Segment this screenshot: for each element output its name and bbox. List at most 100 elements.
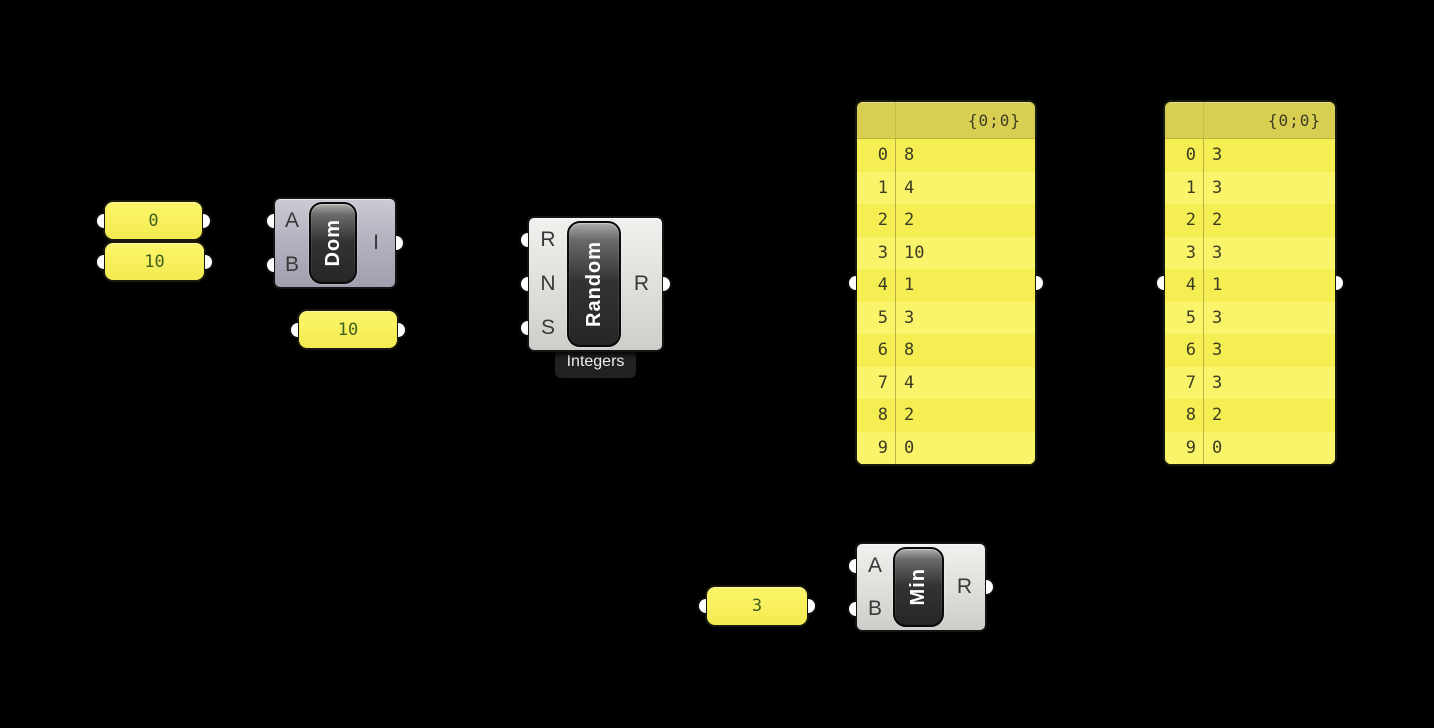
- panel-output-grip[interactable]: [203, 211, 212, 230]
- data-row: 3 10: [857, 236, 1035, 269]
- path-label: {0;0}: [967, 110, 1021, 130]
- data-panel-rows: 0 8 1 4 2 2 3 10: [857, 139, 1035, 464]
- panel-input-grip[interactable]: [697, 597, 706, 615]
- input-ports: R N S: [519, 218, 567, 350]
- row-index: 8: [1185, 405, 1196, 426]
- data-row: 5 3: [1165, 301, 1335, 334]
- input-ports: A B: [265, 199, 309, 287]
- panel-input-grip[interactable]: [95, 211, 104, 230]
- panel-output-grip[interactable]: [808, 597, 817, 615]
- min-input-B-port: B: [847, 587, 893, 630]
- random-input-R-grip[interactable]: [519, 231, 528, 249]
- path-label: {0;0}: [1267, 110, 1321, 130]
- output-ports: R: [621, 218, 672, 350]
- output-ports: R: [944, 544, 995, 630]
- row-index: 3: [877, 242, 888, 263]
- domain-output-I-grip[interactable]: [396, 234, 405, 252]
- row-value: 3: [1203, 171, 1335, 204]
- port-label: N: [540, 272, 556, 295]
- panel-input-grip[interactable]: [289, 320, 298, 339]
- random-component[interactable]: Integers R N S Random R: [519, 216, 672, 380]
- row-value: 0: [895, 431, 1035, 464]
- data-row: 0 8: [857, 139, 1035, 172]
- data-row: 9 0: [857, 431, 1035, 464]
- row-index: 9: [877, 437, 888, 458]
- row-index: 7: [1185, 372, 1196, 393]
- output-ports: I: [357, 199, 405, 287]
- component-nickname: Integers: [566, 353, 625, 370]
- data-panel-random-output[interactable]: {0;0} 0 8 1 4 2 2: [847, 100, 1045, 466]
- panel-output-grip[interactable]: [1036, 274, 1045, 292]
- row-index: 4: [1185, 275, 1196, 296]
- number-panel-min-limit[interactable]: 3: [697, 585, 817, 627]
- random-input-N-grip[interactable]: [519, 275, 528, 293]
- panel-value: 0: [148, 210, 159, 231]
- random-input-R-port: R: [519, 218, 567, 262]
- number-panel-domain-end[interactable]: 10: [95, 241, 214, 282]
- row-value: 10: [895, 236, 1035, 269]
- data-panel-min-output[interactable]: {0;0} 0 3 1 3 2 2: [1155, 100, 1345, 466]
- component-name-capsule[interactable]: Random: [567, 221, 621, 347]
- domain-input-B-port: B: [265, 243, 309, 287]
- min-output-R-port: R: [944, 544, 995, 630]
- panel-input-grip[interactable]: [95, 252, 104, 271]
- data-row: 8 2: [1165, 399, 1335, 432]
- row-index: 7: [877, 372, 888, 393]
- row-value: 8: [895, 334, 1035, 367]
- panel-input-grip[interactable]: [847, 274, 856, 292]
- domain-input-A-grip[interactable]: [265, 212, 274, 230]
- port-label: A: [867, 553, 882, 577]
- min-input-A-grip[interactable]: [847, 556, 856, 575]
- component-name: Min: [907, 568, 929, 606]
- data-panel-rows: 0 3 1 3 2 2 3 3: [1165, 139, 1335, 464]
- row-value: 3: [1203, 236, 1335, 269]
- row-index: 1: [877, 177, 888, 198]
- panel-content: {0;0} 0 3 1 3 2 2: [1165, 102, 1335, 464]
- data-row: 8 2: [857, 399, 1035, 432]
- row-index: 0: [877, 145, 888, 166]
- random-input-S-grip[interactable]: [519, 319, 528, 337]
- domain-input-A-port: A: [265, 199, 309, 243]
- component-name-capsule[interactable]: Dom: [309, 202, 357, 284]
- row-value: 1: [1203, 269, 1335, 302]
- domain-input-B-grip[interactable]: [265, 256, 274, 274]
- min-input-B-grip[interactable]: [847, 599, 856, 618]
- data-panel-path-header: {0;0}: [857, 102, 1035, 139]
- panel-input-grip[interactable]: [1155, 274, 1164, 292]
- panel-output-grip[interactable]: [205, 252, 214, 271]
- component-name-capsule[interactable]: Min: [893, 547, 944, 627]
- component-name: Random: [582, 241, 605, 327]
- row-index: 3: [1185, 242, 1196, 263]
- domain-output-I-port: I: [357, 199, 405, 287]
- row-value: 2: [1203, 204, 1335, 237]
- panel-output-grip[interactable]: [1336, 274, 1345, 292]
- random-input-N-port: N: [519, 262, 567, 306]
- panel-content: {0;0} 0 8 1 4 2 2: [857, 102, 1035, 464]
- number-panel-random-count[interactable]: 10: [289, 309, 407, 350]
- panel-output-grip[interactable]: [398, 320, 407, 339]
- data-row: 2 2: [857, 204, 1035, 237]
- port-label: R: [633, 272, 650, 295]
- row-index: 8: [877, 405, 888, 426]
- row-index: 6: [877, 340, 888, 361]
- random-output-R-grip[interactable]: [663, 275, 672, 293]
- construct-domain-component[interactable]: A B Dom I: [265, 197, 405, 289]
- minimum-component[interactable]: A B Min R: [847, 542, 995, 632]
- data-row: 6 3: [1165, 334, 1335, 367]
- row-index: 4: [877, 275, 888, 296]
- input-ports: A B: [847, 544, 893, 630]
- row-index: 9: [1185, 437, 1196, 458]
- port-label: I: [373, 231, 379, 254]
- port-label: S: [540, 316, 555, 339]
- data-row: 1 4: [857, 171, 1035, 204]
- panel-value: 3: [751, 596, 763, 616]
- row-value: 4: [895, 171, 1035, 204]
- data-row: 0 3: [1165, 139, 1335, 172]
- data-row: 7 4: [857, 366, 1035, 399]
- row-value: 4: [895, 366, 1035, 399]
- number-panel-domain-start[interactable]: 0: [95, 200, 212, 241]
- min-output-R-grip[interactable]: [986, 578, 995, 596]
- port-label: R: [956, 575, 973, 598]
- panel-value: 10: [337, 319, 359, 340]
